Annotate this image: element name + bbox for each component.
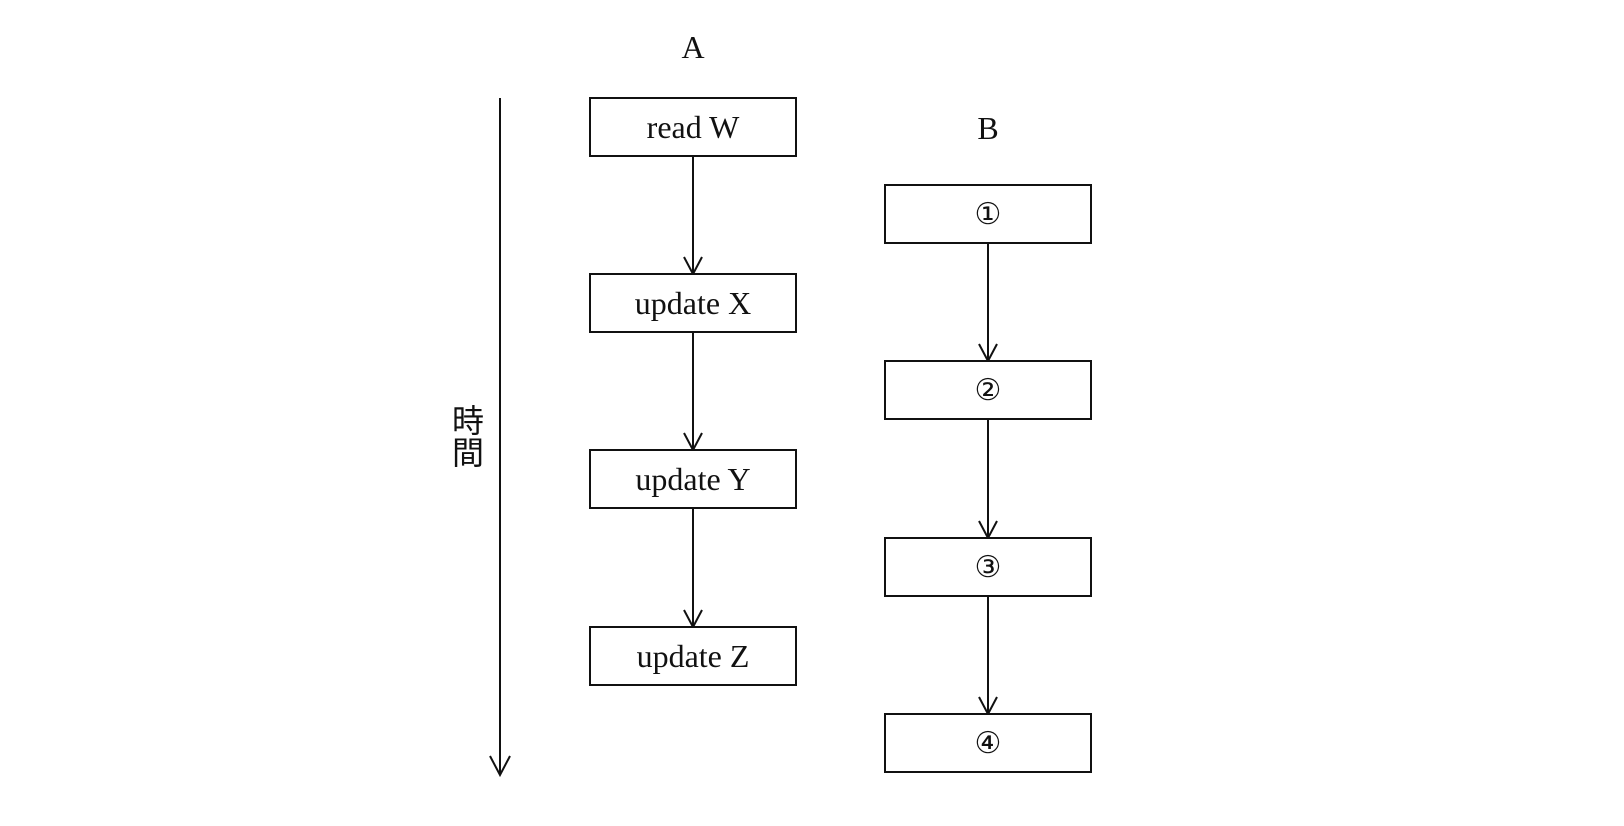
b-step-3: ③ <box>884 537 1092 597</box>
b-step-4: ④ <box>884 713 1092 773</box>
b-step-2: ② <box>884 360 1092 420</box>
a-step-update-x: update X <box>589 273 797 333</box>
time-axis-label: 時間 <box>447 404 485 468</box>
b-step-1: ① <box>884 184 1092 244</box>
a-step-update-y: update Y <box>589 449 797 509</box>
column-a-header: A <box>681 29 705 65</box>
column-b-header: B <box>977 110 999 146</box>
time-axis-arrowhead <box>489 755 511 778</box>
a-step-update-z: update Z <box>589 626 797 686</box>
a-step-read-w: read W <box>589 97 797 157</box>
